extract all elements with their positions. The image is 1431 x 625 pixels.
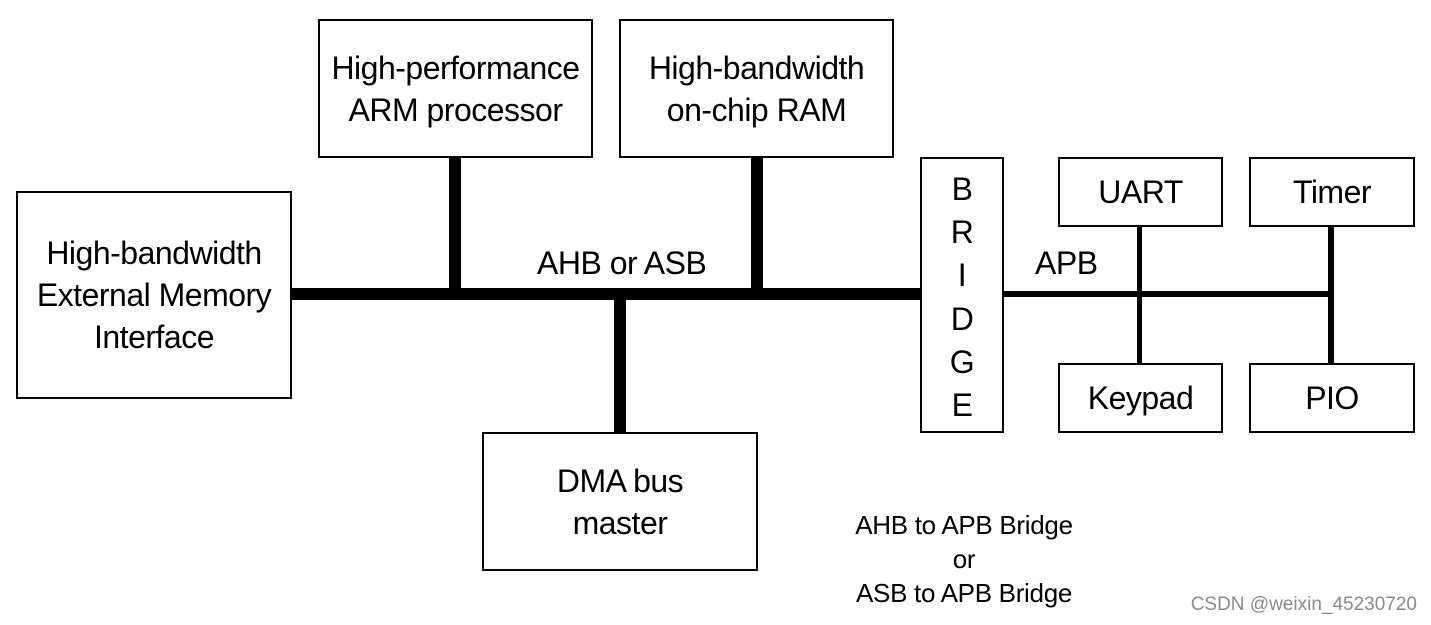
bridge-letter: I: [957, 257, 967, 294]
timer-label: Timer: [1292, 174, 1372, 210]
arm-processor-line-2: ARM processor: [348, 91, 564, 128]
watermark-text: CSDN @weixin_45230720: [1190, 594, 1417, 615]
uart-block: UART: [1058, 157, 1223, 227]
dma-master-block: DMA bus master: [482, 432, 758, 571]
bridge-letter: B: [951, 171, 973, 207]
onchip-ram-line-1: High-bandwidth: [648, 49, 865, 86]
pio-label: PIO: [1305, 380, 1359, 416]
system-bus-line: [290, 288, 922, 300]
onchip-ram-block: High-bandwidth on-chip RAM: [619, 19, 894, 158]
external-memory-line-3: Interface: [93, 319, 215, 355]
uart-keypad-connector: [1137, 226, 1142, 364]
pio-block: PIO: [1249, 363, 1415, 433]
arm-processor-connector: [449, 157, 461, 294]
arm-processor-block: High-performance ARM processor: [318, 19, 593, 158]
uart-label: UART: [1098, 174, 1183, 210]
peripheral-bus-line: [1003, 291, 1333, 297]
keypad-label: Keypad: [1087, 380, 1194, 416]
onchip-ram-line-2: on-chip RAM: [666, 91, 847, 128]
bridge-note-line-3: ASB to APB Bridge: [855, 578, 1073, 608]
bridge-letter: R: [950, 214, 974, 251]
bridge-note: AHB to APB Bridge or ASB to APB Bridge: [840, 508, 1088, 610]
bridge-letters: B R I D G E: [922, 173, 1002, 421]
external-memory-line-1: High-bandwidth: [46, 235, 262, 271]
timer-pio-connector: [1328, 226, 1334, 364]
bridge-note-line-2: or: [952, 544, 976, 574]
dma-master-line-1: DMA bus: [556, 462, 684, 499]
arm-processor-line-1: High-performance: [331, 49, 580, 86]
dma-master-line-2: master: [572, 504, 668, 541]
bridge-block: B R I D G E: [920, 157, 1004, 433]
external-memory-block: High-bandwidth External Memory Interface: [16, 191, 292, 399]
external-memory-line-2: External Memory: [36, 277, 272, 313]
bridge-letter: E: [951, 386, 973, 423]
bridge-note-line-1: AHB to APB Bridge: [855, 510, 1073, 540]
onchip-ram-connector: [751, 157, 763, 294]
peripheral-bus-label: APB: [1035, 245, 1098, 281]
system-bus-label: AHB or ASB: [537, 245, 707, 281]
timer-block: Timer: [1249, 157, 1415, 227]
dma-master-connector: [614, 294, 626, 433]
keypad-block: Keypad: [1058, 363, 1223, 433]
bridge-letter: D: [950, 300, 974, 337]
bridge-letter: G: [949, 343, 975, 380]
